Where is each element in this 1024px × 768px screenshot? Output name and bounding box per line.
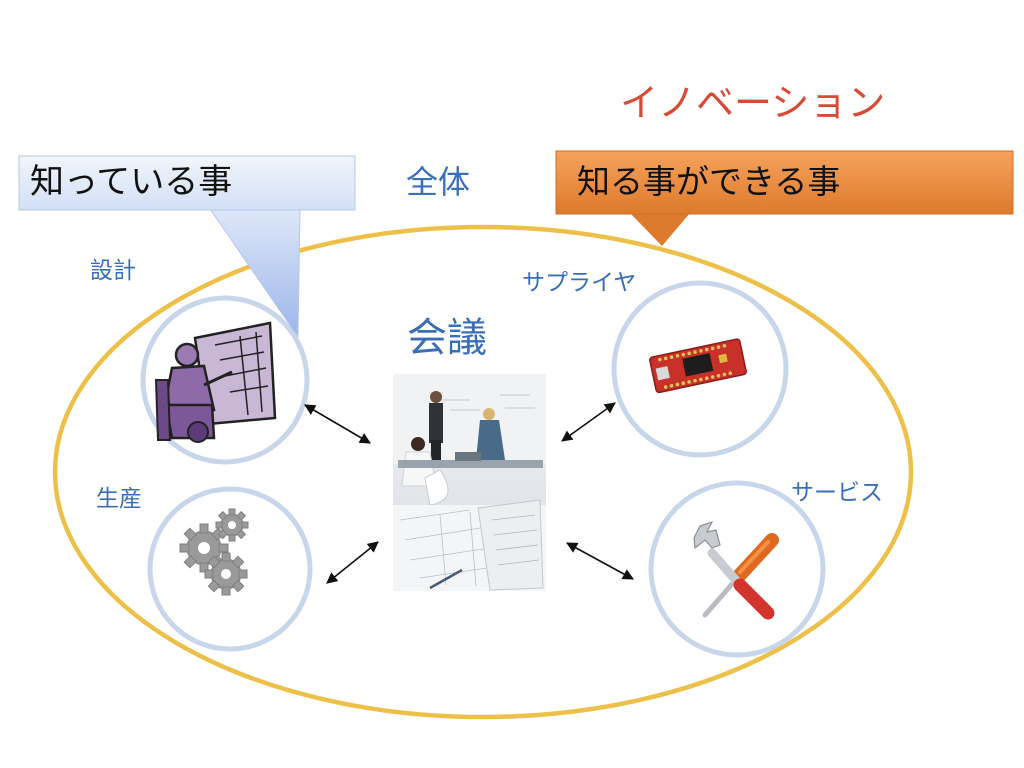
supplier-label: サプライヤ bbox=[522, 270, 637, 296]
arrow-supplier-meeting bbox=[561, 402, 616, 442]
known-callout-label: 知っている事 bbox=[30, 162, 233, 202]
innovation-title: イノベーション bbox=[620, 81, 886, 125]
service-label: サービス bbox=[791, 480, 883, 506]
meeting-photo bbox=[393, 374, 546, 591]
circuit-board-icon bbox=[649, 338, 747, 394]
knowable-callout-shape bbox=[555, 150, 1014, 246]
wrench-screwdriver-icon bbox=[693, 520, 779, 620]
whole-ellipse bbox=[52, 224, 914, 720]
drafter-at-board-icon bbox=[154, 321, 277, 443]
arrow-production-meeting bbox=[326, 541, 379, 584]
arrow-service-meeting bbox=[566, 542, 634, 580]
known-callout-shape bbox=[18, 155, 356, 338]
knowable-callout-label: 知る事ができる事 bbox=[577, 162, 841, 201]
meeting-label: 会議 bbox=[407, 315, 487, 361]
production-label: 生産 bbox=[96, 486, 142, 512]
arrow-design-meeting bbox=[304, 404, 371, 444]
gears-icon bbox=[179, 508, 249, 596]
design-label: 設計 bbox=[90, 258, 136, 284]
whole-label: 全体 bbox=[406, 163, 471, 201]
